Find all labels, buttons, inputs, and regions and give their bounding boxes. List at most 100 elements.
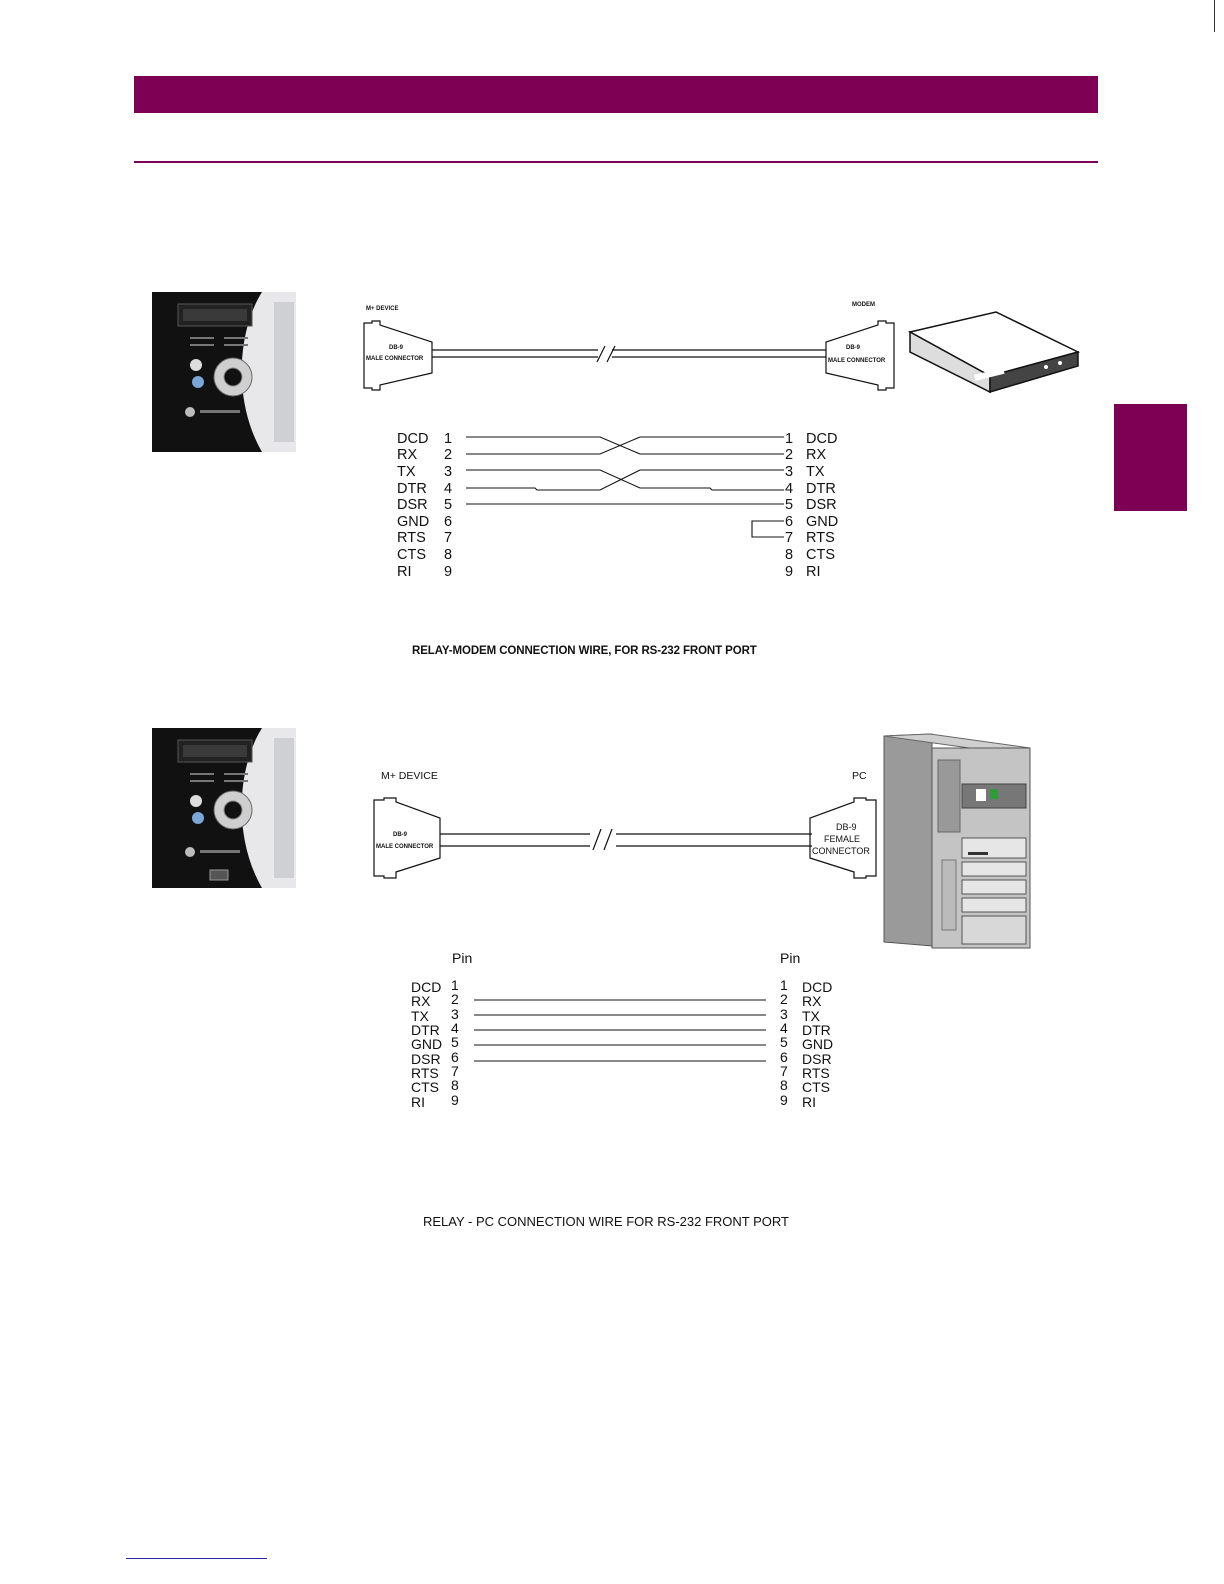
figure-relay-pc: M+ DEVICE PC DB-9 MALE CONNECTOR DB-9 FE… — [0, 700, 1224, 1200]
left-db9-connector — [363, 320, 433, 391]
right-connector-2-line1: DB-9 — [836, 822, 857, 832]
svg-text:CTS: CTS — [411, 1079, 439, 1095]
header-rule — [134, 161, 1098, 163]
right-signal-labels: DCD RX TX DTR DSR GND RTS CTS RI — [806, 431, 838, 580]
svg-text:RI: RI — [806, 564, 821, 580]
svg-text:5: 5 — [780, 1034, 788, 1050]
right-connector-line1: DB-9 — [846, 345, 861, 351]
footer-rule — [126, 1558, 267, 1559]
svg-text:DTR: DTR — [806, 481, 836, 497]
svg-text:GND: GND — [397, 514, 429, 530]
svg-text:DTR: DTR — [802, 1022, 831, 1038]
svg-text:CTS: CTS — [397, 547, 426, 563]
right-device-label: MODEM — [852, 302, 875, 308]
svg-text:DCD: DCD — [802, 979, 832, 995]
figure2-caption: RELAY - PC CONNECTION WIRE FOR RS-232 FR… — [423, 1214, 789, 1229]
svg-text:2: 2 — [785, 447, 793, 463]
svg-text:RI: RI — [411, 1094, 425, 1110]
svg-text:DTR: DTR — [397, 481, 427, 497]
svg-text:DTR: DTR — [411, 1022, 440, 1038]
svg-text:GND: GND — [411, 1036, 442, 1052]
modem-image — [907, 311, 1081, 394]
svg-text:RTS: RTS — [411, 1065, 439, 1081]
svg-text:3: 3 — [444, 464, 452, 480]
svg-text:9: 9 — [444, 564, 452, 580]
svg-text:4: 4 — [444, 481, 452, 497]
svg-text:GND: GND — [806, 514, 838, 530]
left-pin-numbers: 1 2 3 4 5 6 7 8 9 — [444, 431, 452, 580]
svg-text:9: 9 — [451, 1092, 459, 1108]
svg-text:6: 6 — [780, 1049, 788, 1065]
svg-text:DCD: DCD — [397, 431, 428, 447]
svg-text:6: 6 — [451, 1049, 459, 1065]
svg-text:1: 1 — [785, 431, 793, 447]
pc-tower-image — [883, 733, 1031, 949]
right-device-label-2: PC — [852, 770, 867, 782]
left-signal-labels: DCD RX TX DTR DSR GND RTS CTS RI — [397, 431, 429, 580]
cable — [432, 345, 826, 363]
svg-text:1: 1 — [444, 431, 452, 447]
section-tab — [1114, 404, 1187, 511]
svg-text:3: 3 — [451, 1006, 459, 1022]
right-connector-2-line2: FEMALE — [824, 834, 860, 844]
svg-text:CTS: CTS — [806, 547, 835, 563]
svg-text:DCD: DCD — [806, 431, 837, 447]
svg-text:7: 7 — [444, 530, 452, 546]
right-pin-header: Pin — [780, 950, 800, 966]
svg-text:RX: RX — [806, 447, 826, 463]
left-connector-line1: DB-9 — [389, 345, 404, 351]
svg-text:DSR: DSR — [806, 497, 837, 513]
svg-text:3: 3 — [785, 464, 793, 480]
svg-text:4: 4 — [785, 481, 793, 497]
svg-text:RX: RX — [802, 993, 822, 1009]
svg-text:TX: TX — [411, 1008, 430, 1024]
svg-text:6: 6 — [444, 514, 452, 530]
left-pin-header: Pin — [452, 950, 472, 966]
svg-text:7: 7 — [780, 1063, 788, 1079]
left-pin-numbers-2: 1 2 3 4 5 6 7 8 9 — [451, 977, 459, 1108]
figure1-caption: RELAY-MODEM CONNECTION WIRE, FOR RS-232 … — [412, 645, 757, 657]
svg-text:7: 7 — [451, 1063, 459, 1079]
svg-text:6: 6 — [785, 514, 793, 530]
svg-text:5: 5 — [444, 497, 452, 513]
svg-text:DSR: DSR — [397, 497, 428, 513]
pinout-wiring — [466, 436, 784, 538]
left-connector-2-line1: DB-9 — [393, 832, 408, 838]
cable-2 — [440, 828, 812, 851]
pinout-wiring-2 — [474, 999, 766, 1062]
svg-text:RI: RI — [802, 1094, 816, 1110]
left-db9-connector-2 — [373, 797, 441, 879]
right-db9-connector-2 — [809, 797, 877, 879]
left-connector-2-line2: MALE CONNECTOR — [376, 844, 434, 850]
left-signal-labels-2: DCD RX TX DTR GND DSR RTS CTS RI — [411, 979, 442, 1110]
svg-text:RTS: RTS — [806, 530, 835, 546]
svg-text:RI: RI — [397, 564, 412, 580]
svg-text:9: 9 — [785, 564, 793, 580]
left-device-label: M+ DEVICE — [366, 306, 399, 312]
right-connector-2-line3: CONNECTOR — [812, 846, 870, 856]
left-connector-line2: MALE CONNECTOR — [366, 356, 424, 362]
svg-text:4: 4 — [451, 1020, 459, 1036]
svg-text:RTS: RTS — [397, 530, 426, 546]
relay-device-image-2 — [152, 728, 296, 888]
right-signal-labels-2: DCD RX TX DTR GND DSR RTS CTS RI — [802, 979, 833, 1110]
relay-device-image — [152, 292, 296, 452]
svg-text:CTS: CTS — [802, 1079, 830, 1095]
left-device-label-2: M+ DEVICE — [381, 770, 438, 782]
svg-text:GND: GND — [802, 1036, 833, 1052]
svg-text:1: 1 — [451, 977, 459, 993]
right-pin-numbers-2: 1 2 3 4 5 6 7 8 9 — [780, 977, 788, 1108]
svg-text:8: 8 — [785, 547, 793, 563]
svg-text:2: 2 — [444, 447, 452, 463]
svg-text:TX: TX — [802, 1008, 821, 1024]
svg-text:TX: TX — [806, 464, 825, 480]
svg-text:2: 2 — [451, 991, 459, 1007]
right-pin-numbers: 1 2 3 4 5 6 7 8 9 — [785, 431, 793, 580]
svg-text:RTS: RTS — [802, 1065, 830, 1081]
svg-text:5: 5 — [785, 497, 793, 513]
svg-text:DSR: DSR — [802, 1051, 832, 1067]
header-bar — [134, 76, 1098, 113]
svg-text:RX: RX — [411, 993, 431, 1009]
svg-text:8: 8 — [444, 547, 452, 563]
svg-text:9: 9 — [780, 1092, 788, 1108]
